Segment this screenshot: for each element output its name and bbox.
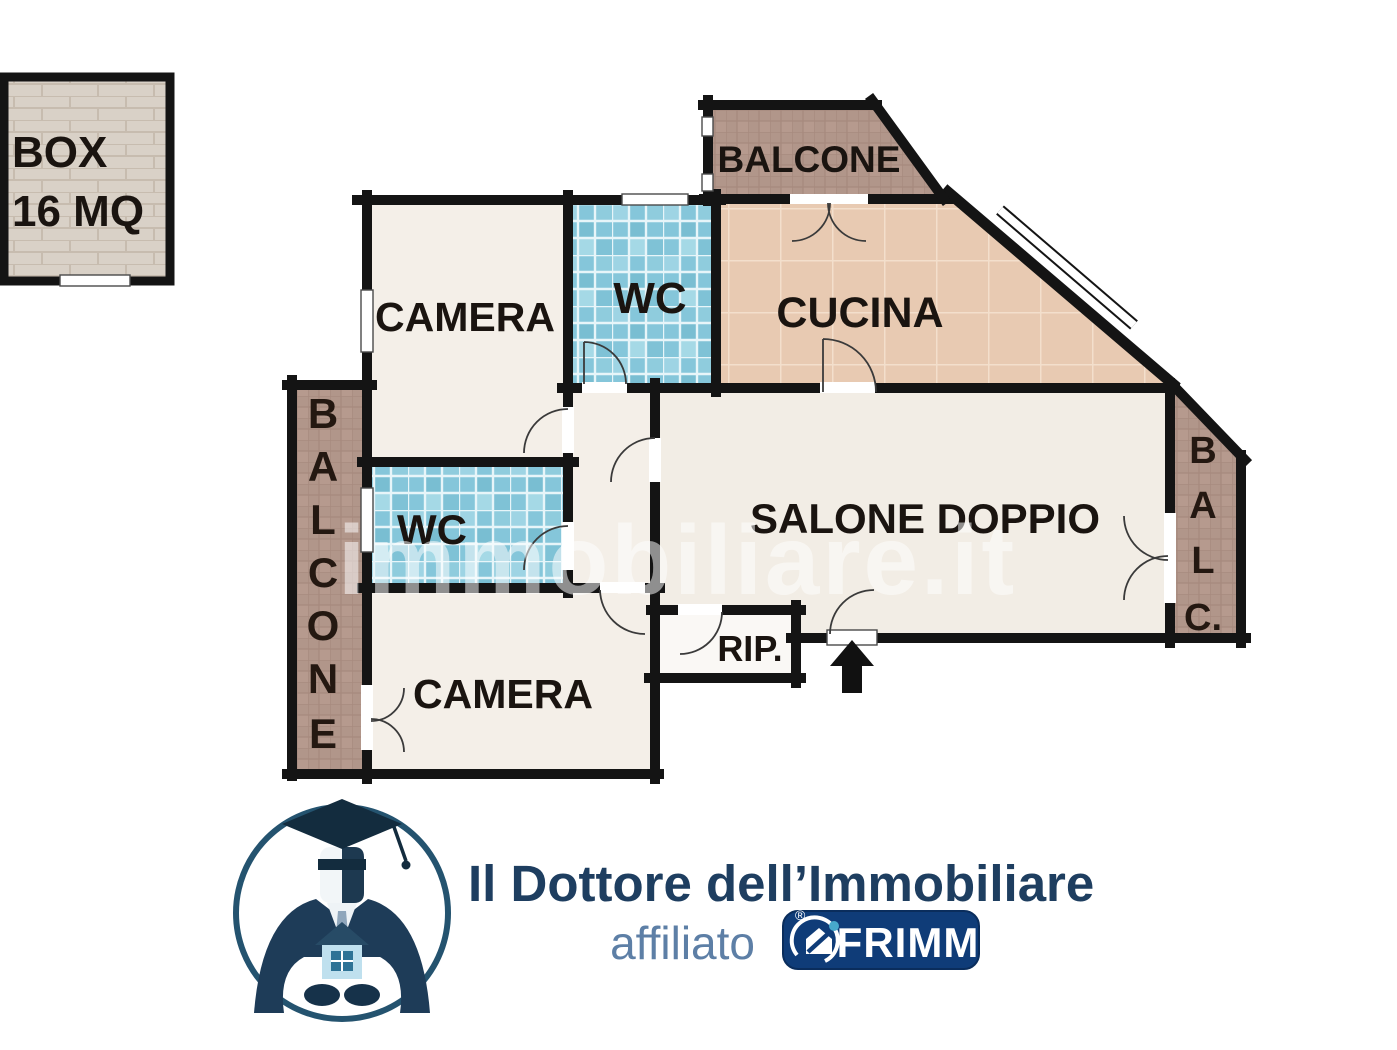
svg-text:E: E (309, 710, 337, 757)
watermark-text: immobiliare.it (338, 505, 1017, 615)
label-camera-bottom: CAMERA (413, 671, 593, 717)
frimm-house-icon (789, 915, 840, 963)
svg-text:L: L (310, 496, 336, 543)
room-balcone-left (292, 383, 365, 774)
label-box-1: BOX (12, 128, 107, 177)
window-balcone-top-1 (701, 116, 714, 137)
door-entrance (829, 589, 875, 635)
room-box (4, 77, 170, 281)
window-wc-top (621, 193, 689, 206)
cucina-window (996, 205, 1138, 330)
room-salone (651, 383, 1170, 638)
frenchdoor-camera-balcone (370, 687, 405, 753)
label-cucina: CUCINA (776, 289, 943, 337)
door-jambs (361, 194, 1176, 750)
room-fills (4, 77, 1241, 774)
svg-text:C: C (308, 549, 338, 596)
frimm-badge: ® FRIMM (782, 907, 980, 970)
svg-text:A: A (308, 443, 338, 490)
window-wc-bottom (360, 487, 374, 553)
svg-text:L: L (1191, 540, 1214, 582)
registered-mark: ® (795, 907, 806, 923)
frenchdoor-balcone-cucina (791, 202, 867, 242)
svg-text:C.: C. (1184, 597, 1222, 639)
door-camera-bottom (599, 589, 646, 635)
label-salone: SALONE DOPPIO (750, 495, 1100, 542)
svg-text:B: B (308, 390, 338, 437)
door-swings (370, 202, 1169, 753)
label-rip: RIP. (717, 628, 782, 669)
agency-logo: Il Dottore dell’Immobiliare affiliato ® … (233, 799, 1094, 1022)
window-balcone-top-2 (701, 173, 714, 192)
room-cucina (711, 194, 1173, 385)
frenchdoor-salone-balc (1123, 515, 1169, 601)
room-balc-right (1170, 384, 1241, 643)
door-wc-bottom (523, 525, 569, 571)
label-wc-top: WC (613, 274, 686, 323)
room-labels: BOX 16 MQ BALCONE CAMERA WC CUCINA SALON… (12, 128, 1222, 757)
label-box-2: 16 MQ (12, 187, 144, 236)
window-camera-top (360, 289, 374, 353)
room-balcone-top (708, 103, 941, 197)
windows (59, 116, 878, 646)
label-balc-right: B A L C. (1184, 430, 1222, 639)
room-wc-top (568, 200, 716, 388)
label-balcone-left: B A L C O N E (307, 390, 340, 757)
frimm-brand: FRIMM (837, 919, 980, 966)
window-box (59, 274, 131, 287)
door-cucina (822, 338, 877, 393)
label-wc-bottom: WC (397, 506, 467, 553)
svg-text:N: N (308, 655, 338, 702)
door-camera-top (523, 408, 569, 454)
corridor (568, 388, 656, 588)
label-balcone-top: BALCONE (718, 139, 901, 180)
room-rip (656, 606, 796, 678)
svg-text:O: O (307, 602, 340, 649)
room-camera-bottom (362, 584, 654, 774)
agency-emblem-icon (233, 799, 451, 1022)
room-wc-bottom (362, 460, 568, 584)
door-wc-top (583, 341, 627, 385)
walls (0, 72, 1253, 784)
agency-subtitle: affiliato (610, 917, 755, 969)
agency-title: Il Dottore dell’Immobiliare (468, 855, 1094, 912)
svg-text:A: A (1189, 485, 1216, 527)
door-rip (679, 611, 723, 655)
svg-text:B: B (1189, 430, 1216, 472)
label-camera-top: CAMERA (375, 294, 555, 340)
entrance-arrow-icon (830, 640, 874, 693)
room-camera-top (362, 200, 568, 460)
door-corridor (610, 437, 656, 483)
